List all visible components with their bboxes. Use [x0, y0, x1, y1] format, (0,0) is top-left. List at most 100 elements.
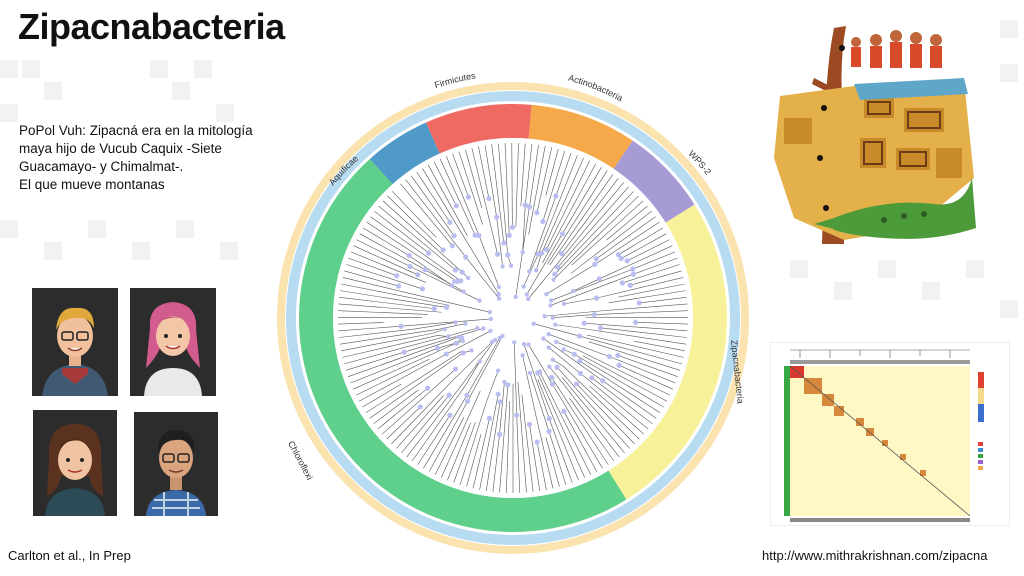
tree-node — [581, 320, 587, 326]
tree-branch — [564, 385, 620, 458]
tree-branch — [617, 355, 678, 377]
tree-branch — [517, 381, 527, 493]
tree-branch — [608, 290, 686, 304]
tree-branch — [529, 372, 550, 432]
tree-node — [559, 231, 565, 237]
tree-branch — [639, 296, 687, 304]
tree-branch — [408, 255, 453, 286]
tree-node — [458, 278, 464, 284]
tree-branch — [630, 270, 682, 286]
tree-node — [561, 347, 566, 352]
identity-heatmap-figure — [770, 342, 1010, 526]
tree-branch — [527, 262, 559, 300]
tree-node — [496, 296, 502, 301]
tree-branch — [592, 195, 639, 241]
tree-branch — [414, 322, 456, 330]
avatar-person-4 — [134, 412, 218, 516]
tree-node — [526, 342, 531, 347]
tree-branch — [542, 163, 596, 263]
tree-branch — [579, 360, 661, 414]
tree-node — [451, 233, 457, 239]
tree-branch — [602, 380, 657, 419]
tree-node — [431, 306, 437, 312]
tree-node — [636, 300, 642, 306]
tree-node — [426, 250, 432, 256]
tree-branch — [433, 161, 457, 206]
tree-node — [440, 247, 446, 253]
source-url[interactable]: http://www.mithrakrishnan.com/zipacna — [762, 548, 988, 563]
tree-branch — [479, 394, 499, 490]
tree-branch — [411, 384, 467, 462]
tree-branch — [528, 195, 557, 272]
tree-branch — [594, 221, 660, 265]
tree-branch — [340, 290, 447, 308]
tree-node — [538, 250, 545, 256]
tree-branch — [366, 221, 458, 282]
tree-branch — [536, 147, 553, 213]
tree-node — [456, 334, 461, 340]
tree-branch — [515, 143, 519, 228]
tree-branch — [458, 151, 483, 225]
tree-branch — [618, 227, 664, 255]
tree-branch — [416, 171, 451, 223]
tree-branch — [365, 350, 462, 414]
tree-node — [520, 250, 525, 255]
tree-branch — [543, 338, 603, 382]
tree-node — [463, 254, 469, 260]
tree-node — [512, 340, 517, 345]
tree-branch — [562, 377, 625, 454]
tree-branch — [569, 397, 615, 462]
tree-node — [447, 412, 453, 418]
tree-node — [551, 277, 556, 282]
tree-node — [592, 261, 598, 268]
tree-branch — [523, 344, 550, 419]
tree-branch — [574, 326, 687, 345]
tree-branch — [465, 361, 481, 385]
tree-node — [531, 321, 536, 326]
tree-branch — [505, 400, 511, 493]
tree-branch — [570, 210, 652, 274]
tree-branch — [458, 339, 496, 389]
tree-node — [526, 421, 533, 428]
tree-branch — [391, 380, 454, 445]
tree-branch — [492, 434, 500, 492]
tree-branch — [562, 166, 602, 234]
tree-branch — [404, 328, 484, 353]
tree-node — [576, 333, 583, 339]
tree-branch — [549, 174, 614, 266]
tree-node — [463, 321, 468, 326]
tree-node — [606, 354, 613, 360]
tree-branch — [548, 347, 581, 374]
tree-branch — [485, 370, 499, 404]
tree-branch — [599, 303, 688, 312]
tree-branch — [338, 303, 442, 313]
tree-branch — [356, 239, 411, 267]
tree-branch — [381, 368, 456, 435]
tree-branch — [478, 146, 490, 199]
tree-branch — [373, 389, 419, 425]
tree-branch — [526, 233, 563, 295]
tree-branch — [382, 200, 463, 273]
tree-node — [451, 279, 457, 284]
tree-branch — [339, 296, 435, 309]
tree-node — [488, 316, 494, 322]
tree-branch — [584, 322, 688, 332]
tree-branch — [633, 257, 678, 275]
tree-branch — [557, 182, 624, 263]
tree-node — [398, 323, 404, 329]
tree-branch — [496, 217, 503, 267]
tree-branch — [627, 239, 670, 262]
tree-node — [452, 366, 459, 372]
tree-branch — [434, 417, 465, 475]
tree-node — [407, 263, 413, 270]
tree-node — [406, 252, 412, 259]
tree-node — [481, 326, 486, 331]
tree-node — [465, 398, 471, 404]
tree-branch — [600, 327, 687, 338]
tree-branch — [635, 321, 688, 325]
tree-branch — [541, 157, 584, 254]
tree-branch — [452, 341, 493, 381]
tree-node — [591, 311, 597, 318]
tree-branch — [341, 333, 433, 352]
